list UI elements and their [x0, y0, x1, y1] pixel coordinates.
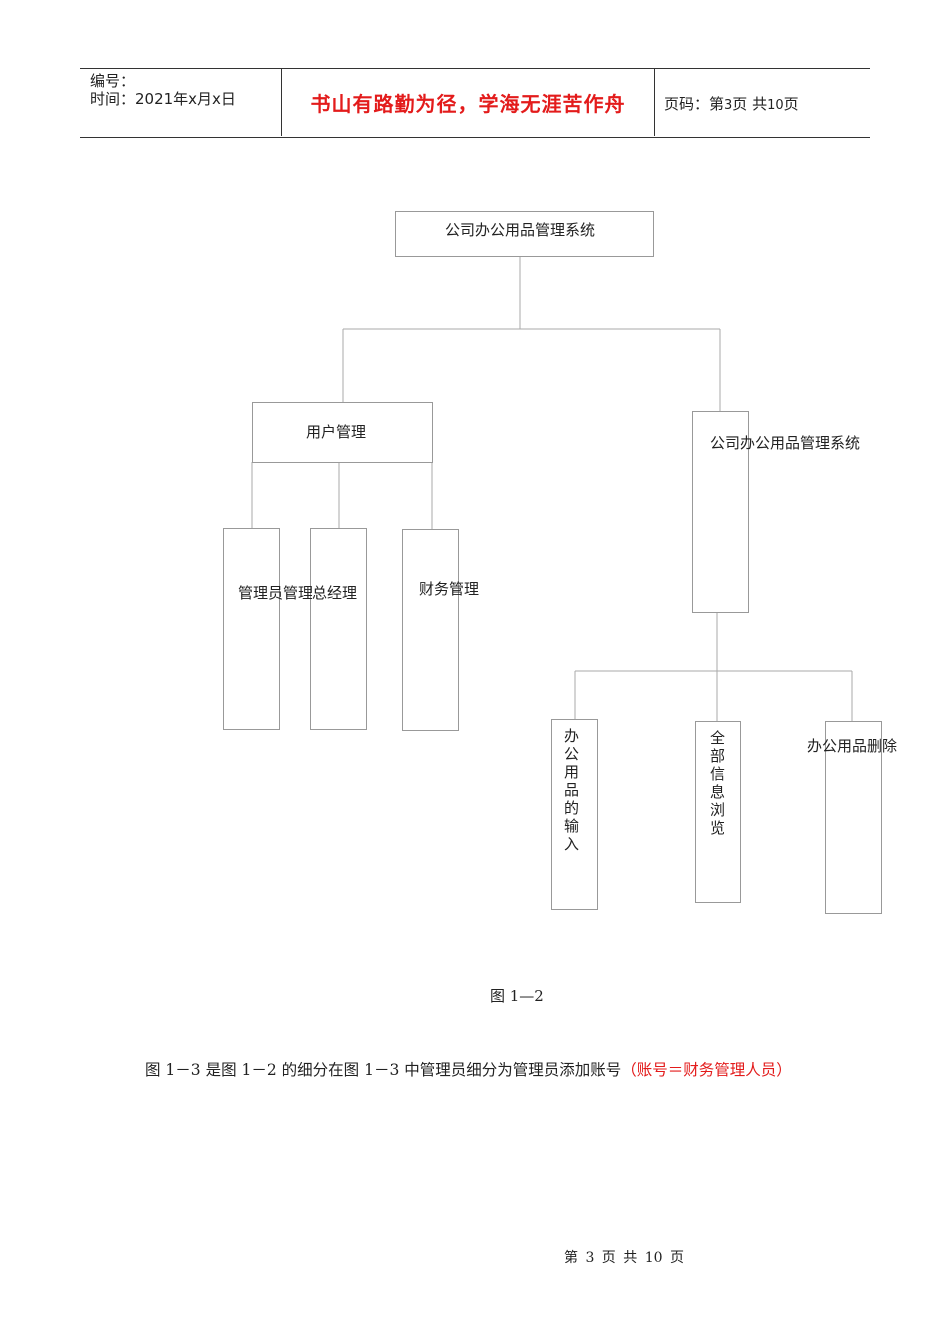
- doc-number-label: 编号：: [90, 72, 136, 90]
- browse-all-label: 全部信息浏览: [710, 729, 726, 837]
- supplies-input-box: [551, 719, 598, 910]
- page-footer: 第 3 页 共 10 页: [564, 1250, 684, 1266]
- gm-box: [310, 528, 367, 730]
- figure-caption: 图 1—2: [490, 987, 544, 1005]
- system-right-label: 公司办公用品管理系统: [710, 434, 861, 452]
- supplies-delete-box: [825, 721, 882, 914]
- root-box: [395, 211, 654, 257]
- header-motto: 书山有路勤为径，学海无涯苦作舟: [310, 91, 626, 116]
- header-divider-2: [654, 68, 655, 136]
- user-mgmt-label: 用户管理: [306, 423, 367, 441]
- paragraph-main: 图 1－3 是图 1－2 的细分在图 1－3 中管理员细分为管理员添加账号: [145, 1061, 622, 1079]
- root-label: 公司办公用品管理系统: [445, 221, 596, 239]
- browse-all-box: [695, 721, 741, 903]
- header-page-info: 页码：第3页 共10页: [664, 95, 799, 113]
- supplies-delete-label: 办公用品删除: [807, 737, 898, 755]
- admin-mgmt-label: 管理员管理: [238, 584, 312, 602]
- system-right-box: [692, 411, 749, 613]
- gm-label: 总经理: [312, 584, 358, 602]
- finance-box: [402, 529, 459, 731]
- header-divider-1: [281, 68, 282, 136]
- finance-label: 财务管理: [419, 580, 480, 598]
- header-meta: 编号： 时间：2021年x月x日: [80, 68, 280, 136]
- admin-mgmt-box: [223, 528, 280, 730]
- user-mgmt-box: [252, 402, 433, 463]
- body-paragraph: 图 1－3 是图 1－2 的细分在图 1－3 中管理员细分为管理员添加账号（账号…: [145, 1057, 825, 1083]
- paragraph-red-note: （账号＝财务管理人员）: [621, 1061, 792, 1079]
- supplies-input-label: 办公用品的输入: [564, 727, 580, 853]
- header-bar: [80, 68, 870, 138]
- doc-time-label: 时间：2021年x月x日: [90, 90, 236, 108]
